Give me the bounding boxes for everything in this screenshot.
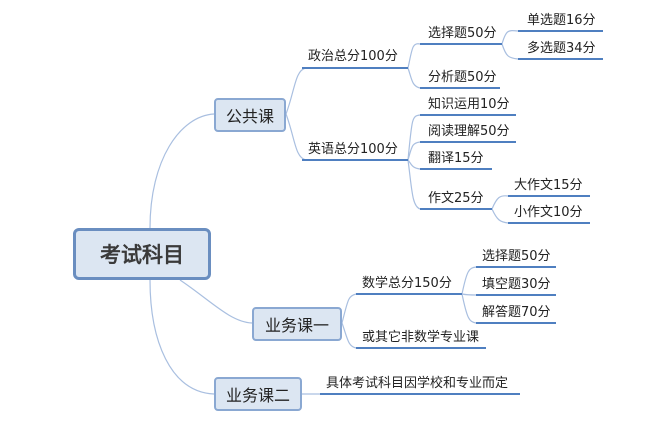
politics-node: 政治总分100分 [308, 49, 398, 64]
math-node: 数学总分150分 [362, 276, 452, 291]
politics-choice-node: 选择题50分 [428, 26, 497, 41]
category-professional-2: 业务课二 [214, 377, 302, 411]
multi-choice-node: 多选题34分 [527, 41, 596, 56]
root-node: 考试科目 [73, 228, 211, 280]
translation-node: 翻译15分 [428, 151, 484, 166]
single-choice-node: 单选题16分 [527, 13, 596, 28]
other-subject-node: 或其它非数学专业课 [362, 330, 480, 345]
small-essay-node: 小作文10分 [514, 205, 583, 220]
english-node: 英语总分100分 [308, 142, 398, 157]
big-essay-node: 大作文15分 [514, 178, 583, 193]
math-fill-node: 填空题30分 [482, 277, 551, 292]
category-public: 公共课 [214, 98, 286, 132]
writing-node: 作文25分 [428, 191, 484, 206]
analysis-node: 分析题50分 [428, 70, 497, 85]
knowledge-node: 知识运用10分 [428, 97, 510, 112]
reading-node: 阅读理解50分 [428, 124, 510, 139]
category-professional-1: 业务课一 [252, 307, 342, 341]
professional-2-note: 具体考试科目因学校和专业而定 [326, 376, 509, 391]
math-choice-node: 选择题50分 [482, 249, 551, 264]
math-answer-node: 解答题70分 [482, 305, 551, 320]
